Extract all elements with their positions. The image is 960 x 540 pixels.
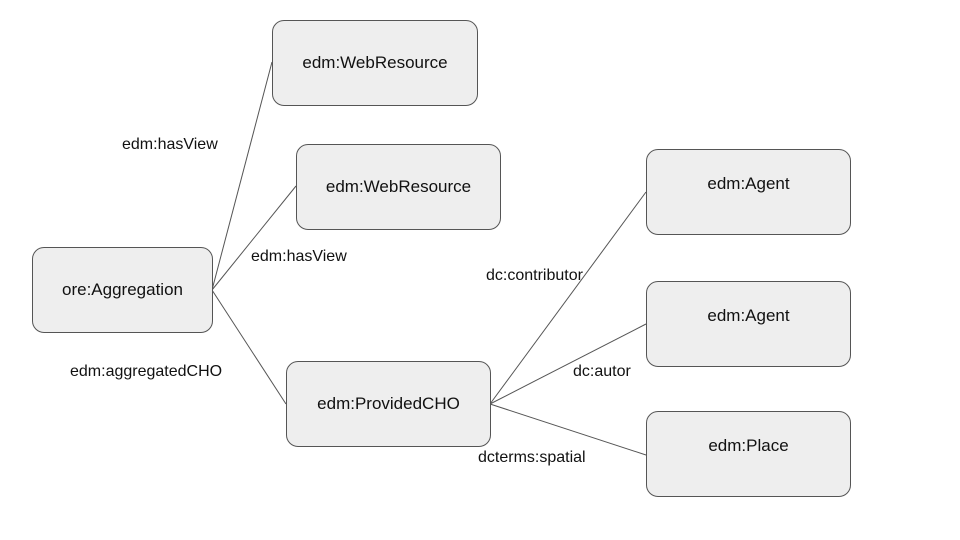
edge-line-has-view-1 [211,61,273,291]
edge-label-has-view-2: edm:hasView [251,248,347,265]
edge-line-autor [489,323,647,405]
edge-label-autor: dc:autor [573,363,631,380]
edge-label-aggregated-cho: edm:aggregatedCHO [70,363,223,380]
node-provided-cho: edm:ProvidedCHO [286,361,491,447]
edge-line-contributor [489,191,647,405]
edge-line-spatial [489,403,647,456]
edge-line-aggregated-cho [211,289,287,405]
node-place: edm:Place [646,411,851,497]
node-agent-1: edm:Agent [646,149,851,235]
edge-line-has-view-2 [211,185,297,291]
edge-label-has-view-1: edm:hasView [122,136,218,153]
node-aggregation: ore:Aggregation [32,247,213,333]
edge-label-spatial: dcterms:spatial [478,449,586,466]
node-web-resource-2: edm:WebResource [296,144,501,230]
node-agent-2: edm:Agent [646,281,851,367]
edge-label-contributor: dc:contributor [486,267,583,284]
node-web-resource-1: edm:WebResource [272,20,478,106]
